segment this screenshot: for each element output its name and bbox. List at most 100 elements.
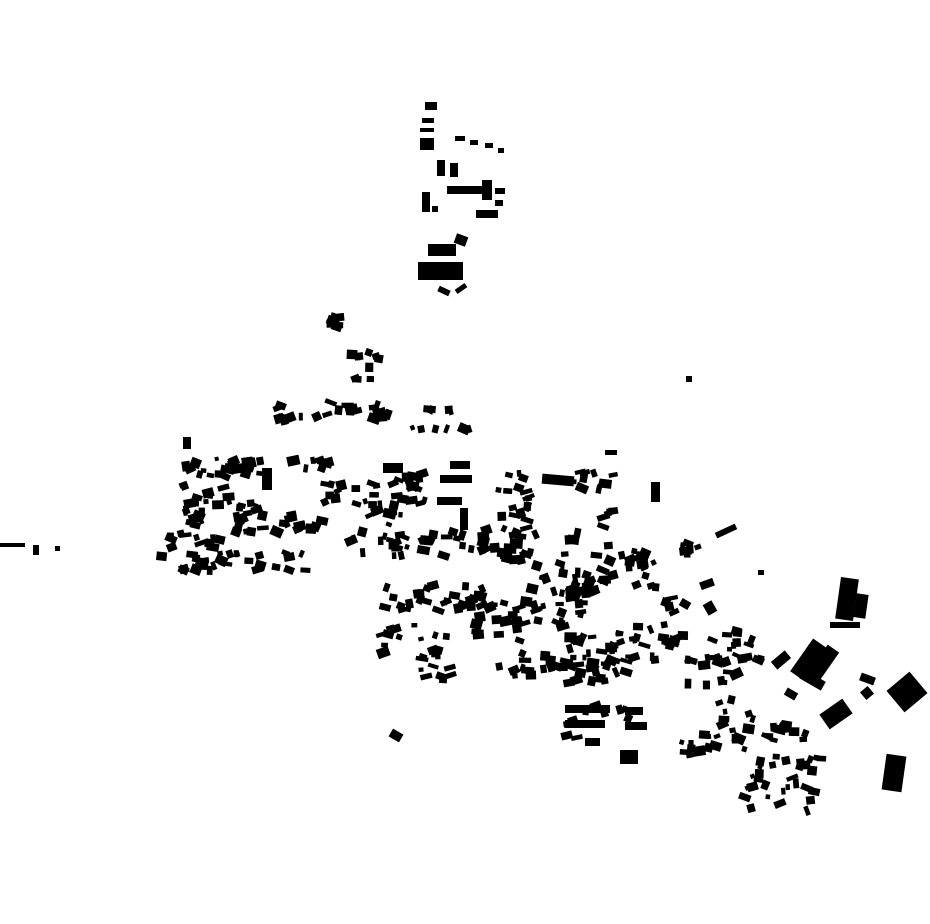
building: [525, 582, 539, 595]
building: [686, 376, 692, 382]
building: [611, 666, 621, 678]
building: [404, 543, 410, 551]
building: [324, 398, 338, 407]
building: [790, 638, 828, 682]
building: [214, 456, 220, 462]
building: [668, 607, 680, 617]
building: [242, 528, 250, 535]
building: [551, 661, 564, 672]
building: [539, 664, 548, 674]
building: [584, 575, 597, 586]
building: [783, 687, 799, 701]
building: [806, 754, 815, 764]
building: [746, 803, 756, 814]
building: [472, 630, 485, 640]
building: [799, 736, 808, 743]
building: [411, 622, 418, 628]
building: [369, 504, 385, 517]
building: [298, 412, 303, 421]
building: [426, 535, 436, 545]
building: [419, 672, 433, 681]
building: [194, 513, 200, 523]
building: [747, 634, 757, 645]
building: [461, 581, 470, 591]
building: [420, 138, 434, 150]
building: [519, 619, 531, 627]
building: [433, 645, 444, 655]
building: [460, 508, 468, 530]
building: [646, 581, 656, 590]
building: [587, 584, 601, 597]
building: [598, 478, 613, 489]
building: [178, 532, 192, 539]
building: [417, 636, 425, 642]
building: [754, 768, 764, 779]
building: [758, 570, 764, 575]
building: [206, 472, 215, 479]
building: [298, 549, 305, 559]
building: [385, 521, 393, 528]
building: [623, 713, 634, 724]
building: [585, 663, 597, 673]
building: [548, 655, 557, 664]
building: [454, 283, 468, 294]
building: [207, 492, 214, 499]
building: [455, 136, 465, 141]
building: [565, 595, 577, 603]
building: [498, 548, 511, 560]
building: [773, 798, 787, 809]
building: [319, 456, 335, 469]
building: [693, 543, 702, 551]
building: [702, 680, 710, 690]
building: [447, 186, 482, 194]
building: [533, 616, 543, 625]
building: [341, 402, 354, 408]
building: [620, 750, 638, 764]
building: [244, 557, 254, 565]
building: [525, 670, 537, 680]
building: [235, 511, 249, 526]
building: [246, 499, 255, 508]
building: [504, 471, 514, 479]
building: [565, 643, 574, 654]
building: [405, 602, 413, 613]
building: [555, 601, 564, 607]
building: [457, 529, 467, 541]
building: [520, 515, 534, 525]
building: [760, 779, 771, 791]
building: [456, 422, 472, 436]
building: [709, 654, 723, 661]
building: [277, 413, 285, 422]
building: [356, 526, 368, 538]
building: [418, 667, 424, 672]
building: [780, 787, 786, 795]
building: [859, 685, 875, 701]
building: [731, 733, 739, 744]
building: [524, 501, 533, 513]
building: [330, 321, 343, 333]
building: [165, 541, 178, 553]
building: [574, 608, 587, 616]
building: [387, 478, 400, 489]
building: [549, 586, 558, 597]
building: [431, 631, 439, 640]
building: [744, 652, 753, 662]
building: [886, 671, 928, 713]
building: [540, 602, 547, 610]
building: [625, 654, 631, 659]
building: [300, 567, 311, 573]
building: [256, 525, 269, 531]
building: [262, 468, 272, 490]
building: [227, 458, 238, 467]
building: [483, 543, 497, 553]
building: [406, 485, 419, 492]
building: [772, 723, 787, 736]
building: [631, 579, 642, 590]
building: [628, 635, 637, 642]
building: [393, 475, 405, 484]
building: [768, 761, 777, 769]
building: [388, 593, 398, 602]
building: [744, 709, 754, 718]
building: [757, 761, 765, 770]
building: [359, 547, 366, 558]
